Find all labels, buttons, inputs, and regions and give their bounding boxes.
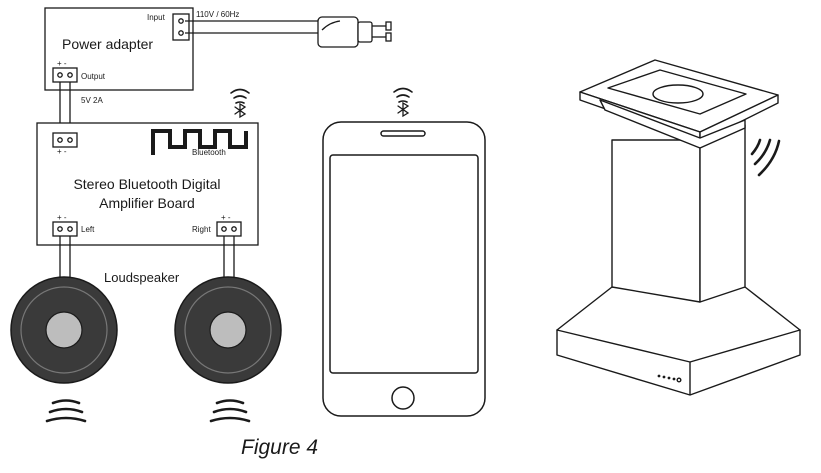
bluetooth-signal-icon (393, 87, 413, 118)
left-label: Left (81, 225, 95, 234)
bluetooth-antenna-trace (151, 129, 248, 155)
amp-power-polarity: + - (57, 147, 67, 156)
range-hood-icon (556, 59, 801, 396)
input-label: Input (147, 13, 166, 22)
left-loudspeaker (10, 276, 118, 384)
mains-label: 110V / 60Hz (196, 10, 239, 19)
power-plug-icon (317, 16, 392, 48)
left-terminal (52, 221, 78, 237)
bluetooth-signal-icon (230, 88, 250, 119)
power-adapter-title: Power adapter (62, 36, 153, 52)
output-voltage: 5V 2A (81, 96, 103, 105)
amp-power-terminal (52, 132, 78, 148)
sound-wave-icon (45, 399, 87, 423)
amplifier-board (36, 122, 259, 246)
amplifier-title-line2: Amplifier Board (99, 195, 195, 211)
sound-wave-icon (209, 399, 251, 423)
smartphone-icon (322, 121, 486, 417)
output-polarity: + - (57, 59, 67, 68)
amplifier-title-line1: Stereo Bluetooth Digital (73, 176, 220, 192)
bluetooth-label: Bluetooth (192, 148, 226, 157)
right-label: Right (192, 225, 211, 234)
output-label: Output (81, 72, 106, 81)
right-polarity: + - (221, 213, 231, 222)
left-polarity: + - (57, 213, 67, 222)
hood-sound-wave-icon (750, 138, 781, 177)
right-loudspeaker (174, 276, 282, 384)
right-terminal (216, 221, 242, 237)
figure-caption: Figure 4 (241, 436, 318, 459)
output-terminal (52, 67, 78, 83)
power-adapter (44, 7, 340, 91)
speaker-wires (59, 236, 235, 282)
loudspeaker-label: Loudspeaker (104, 270, 180, 285)
input-terminal (172, 13, 190, 41)
